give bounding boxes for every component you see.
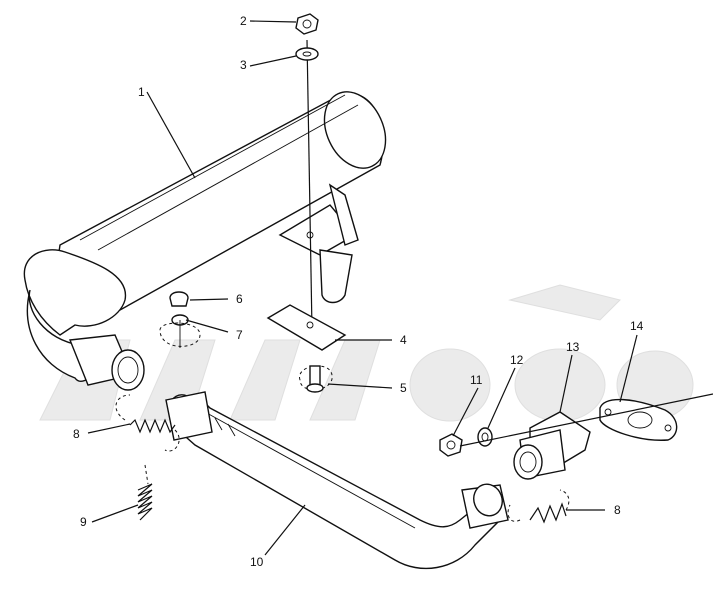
gasket-14	[599, 398, 678, 441]
callout-8-left: 8	[73, 427, 80, 441]
callout-5: 5	[400, 381, 407, 395]
flange-stud-line	[459, 393, 713, 447]
flange-13	[513, 411, 591, 480]
callout-labels: 2 3 1 4 5 6 7 8 9 8 10 11 12 13 14	[73, 14, 644, 569]
plate-4	[266, 304, 347, 351]
mount-bolt-line	[306, 39, 313, 331]
stud-5	[299, 365, 333, 393]
watermark	[39, 284, 694, 422]
nut-11	[439, 433, 463, 457]
callout-4: 4	[400, 333, 407, 347]
leader-lines	[87, 20, 638, 556]
callout-3: 3	[240, 58, 247, 72]
callout-6: 6	[236, 292, 243, 306]
callout-13: 13	[566, 340, 580, 354]
callout-9: 9	[80, 515, 87, 529]
muffler	[23, 91, 387, 391]
callout-14: 14	[630, 319, 644, 333]
spring-8-right	[507, 489, 570, 524]
exhaust-pipe	[165, 391, 509, 570]
callout-8-right: 8	[614, 503, 621, 517]
grommet-7	[159, 314, 201, 348]
callout-1: 1	[138, 85, 145, 99]
callout-2: 2	[240, 14, 247, 28]
callout-11: 11	[470, 373, 483, 387]
washer-3	[295, 47, 319, 61]
callout-7: 7	[236, 328, 243, 342]
callout-10: 10	[250, 555, 264, 569]
spring-9	[137, 464, 153, 521]
cap-6	[169, 291, 189, 307]
spring-8-left	[115, 394, 180, 452]
washer-12	[477, 427, 493, 447]
callout-12: 12	[510, 353, 524, 367]
nut-2	[295, 13, 319, 35]
